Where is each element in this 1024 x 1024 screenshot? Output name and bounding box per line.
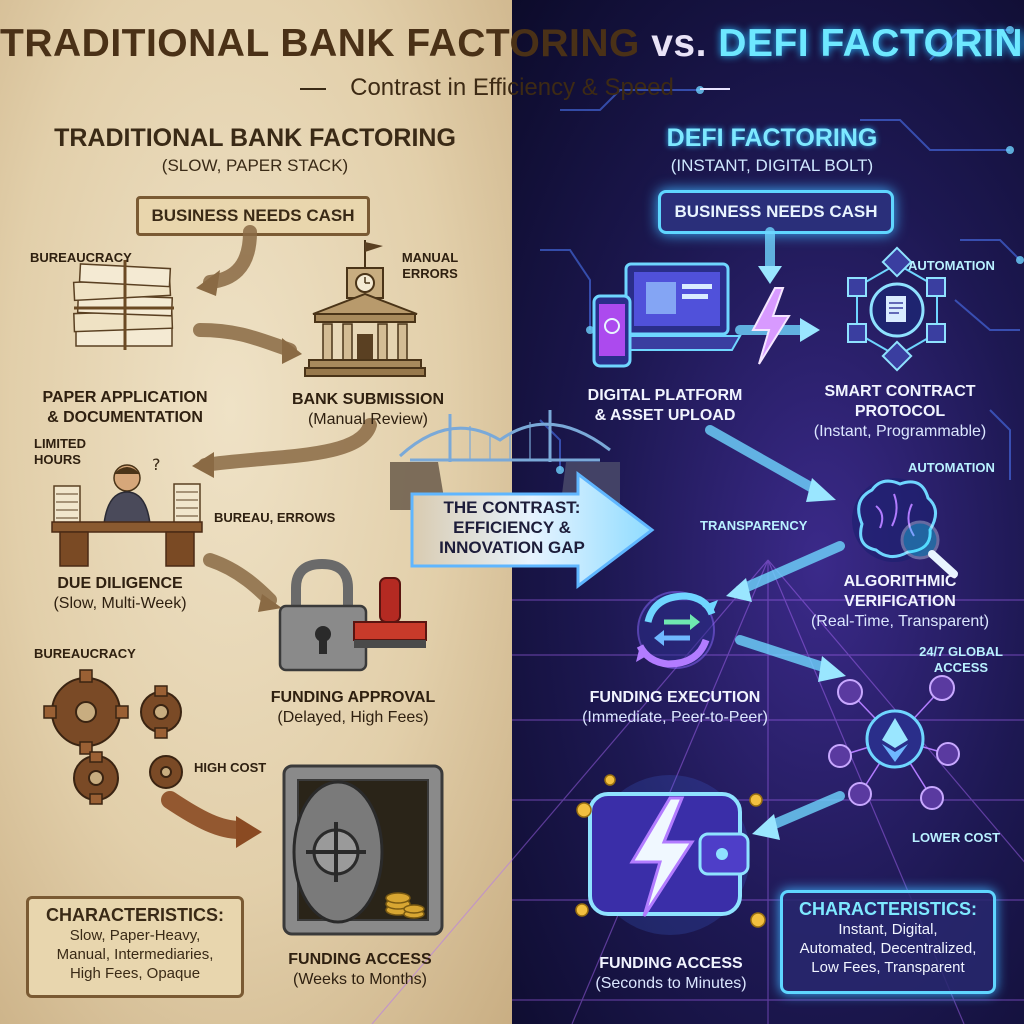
rusty-gears-icon xyxy=(43,669,183,805)
contrast-label: THE CONTRAST: EFFICIENCY & INNOVATION GA… xyxy=(432,498,592,558)
annotation-line: 24/7 GLOBAL xyxy=(919,644,1003,659)
step-title: BANK SUBMISSION xyxy=(291,391,444,408)
step-note: (Real-Time, Transparent) xyxy=(810,613,990,630)
traditional-flow-arrows xyxy=(161,225,377,848)
step-note: (Seconds to Minutes) xyxy=(595,975,747,992)
step-note: (Weeks to Months) xyxy=(293,971,427,988)
traditional-heading: TRADITIONAL BANK FACTORING xyxy=(54,124,456,152)
contrast-line: EFFICIENCY & xyxy=(453,518,571,537)
subtitle: Contrast in Efficiency & Speed xyxy=(350,74,674,101)
lightning-bolt-icon xyxy=(751,287,791,365)
traditional-step-5-label: FUNDING ACCESS (Weeks to Months) xyxy=(280,950,440,990)
step-note: (Slow, Multi-Week) xyxy=(53,595,187,612)
step-note: (Immediate, Peer-to-Peer) xyxy=(582,709,768,726)
defi-step-1-label: DIGITAL PLATFORM & ASSET UPLOAD xyxy=(580,386,750,426)
traditional-subheading: (SLOW, PAPER STACK) xyxy=(161,156,349,175)
step-title: SMART CONTRACT xyxy=(824,383,976,400)
annotation-line: ACCESS xyxy=(933,660,989,675)
smart-contract-network-icon xyxy=(847,246,946,372)
defi-step-5-label: FUNDING ACCESS (Seconds to Minutes) xyxy=(576,954,766,994)
title-left: TRADITIONAL BANK FACTORING xyxy=(0,22,640,65)
step-note: (Manual Review) xyxy=(307,411,429,428)
traditional-step-4-label: FUNDING APPROVAL (Delayed, High Fees) xyxy=(258,688,448,728)
paper-stack-icon xyxy=(72,260,174,350)
annotation-line: ERRORS xyxy=(402,266,458,281)
step-title: PAPER APPLICATION xyxy=(42,389,208,406)
global-network-icon xyxy=(828,675,960,810)
characteristics-heading: CHARACTERISTICS: xyxy=(46,905,224,925)
annotation-line: LIMITED xyxy=(34,436,86,451)
title-vs: vs. xyxy=(651,22,707,65)
step-title-line2: VERIFICATION xyxy=(844,593,956,610)
defi-start-box: BUSINESS NEEDS CASH xyxy=(658,190,894,234)
annotation-automation-1: AUTOMATION xyxy=(908,258,995,273)
annotation-manual-errors: MANUAL ERRORS xyxy=(398,250,462,282)
characteristics-heading: CHARACTERISTICS: xyxy=(799,899,977,919)
contrast-arrow xyxy=(410,470,655,590)
step-title-line2: & ASSET UPLOAD xyxy=(594,407,736,424)
step-title-line2: & DOCUMENTATION xyxy=(47,409,203,426)
characteristics-line: Instant, Digital, xyxy=(838,921,938,938)
contrast-line: THE CONTRAST: xyxy=(443,498,581,517)
traditional-characteristics-box: CHARACTERISTICS: Slow, Paper-Heavy, Manu… xyxy=(26,896,244,998)
vault-icon xyxy=(282,764,444,936)
defi-heading: DEFI FACTORING xyxy=(666,124,878,152)
annotation-limited-hours: LIMITED HOURS xyxy=(34,436,94,468)
defi-step-3-label: ALGORITHMIC VERIFICATION (Real-Time, Tra… xyxy=(800,572,1000,632)
traditional-step-3-label: DUE DILIGENCE (Slow, Multi-Week) xyxy=(40,574,200,614)
characteristics-line: Low Fees, Transparent xyxy=(811,959,965,976)
padlock-stamp-icon xyxy=(278,558,427,672)
characteristics-line: Slow, Paper-Heavy, xyxy=(69,927,201,944)
subtitle-rules xyxy=(300,88,730,90)
bank-building-icon xyxy=(304,240,426,377)
clerk-desk-icon: ? xyxy=(51,455,203,567)
step-title: FUNDING APPROVAL xyxy=(270,689,436,706)
step-note: (Delayed, High Fees) xyxy=(277,709,429,726)
title-right: DEFI FACTORING xyxy=(718,22,1024,65)
contrast-line: INNOVATION GAP xyxy=(439,538,585,557)
defi-subheading: (INSTANT, DIGITAL BOLT) xyxy=(670,156,874,175)
main-title: TRADITIONAL BANK FACTORING vs. DEFI FACT… xyxy=(0,22,1024,66)
traditional-step-2-label: BANK SUBMISSION (Manual Review) xyxy=(288,390,448,430)
annotation-line: MANUAL xyxy=(401,250,459,265)
device-upload-icon xyxy=(592,262,742,368)
step-title: ALGORITHMIC xyxy=(843,573,957,590)
step-title: DUE DILIGENCE xyxy=(57,575,183,592)
annotation-global-access: 24/7 GLOBAL ACCESS xyxy=(916,644,1006,676)
defi-step-2-label: SMART CONTRACT PROTOCOL (Instant, Progra… xyxy=(800,382,1000,442)
annotation-bureaucracy-mid: BUREAUCRACY xyxy=(34,646,136,661)
annotation-bureau-errows: BUREAU, ERROWS xyxy=(214,510,336,525)
step-title: FUNDING ACCESS xyxy=(288,951,432,968)
annotation-transparency: TRANSPARENCY xyxy=(700,518,808,533)
funding-execution-icon xyxy=(636,591,718,669)
traditional-step-1-label: PAPER APPLICATION & DOCUMENTATION xyxy=(30,388,220,428)
annotation-bureaucracy-top: BUREAUCRACY xyxy=(30,250,132,265)
step-title: FUNDING EXECUTION xyxy=(589,689,761,706)
annotation-automation-2: AUTOMATION xyxy=(908,460,995,475)
characteristics-line: Automated, Decentralized, xyxy=(799,940,977,957)
annotation-lower-cost: LOWER COST xyxy=(912,830,1001,845)
characteristics-line: High Fees, Opaque xyxy=(69,965,201,982)
svg-text:?: ? xyxy=(152,455,161,474)
step-note: (Instant, Programmable) xyxy=(813,423,987,440)
step-title-line2: PROTOCOL xyxy=(854,403,946,420)
step-title: DIGITAL PLATFORM xyxy=(587,387,743,404)
defi-step-4-label: FUNDING EXECUTION (Immediate, Peer-to-Pe… xyxy=(570,688,780,728)
annotation-line: HOURS xyxy=(34,452,81,467)
annotation-high-cost: HIGH COST xyxy=(194,760,267,775)
characteristics-line: Manual, Intermediaries, xyxy=(56,946,214,963)
digital-wallet-icon xyxy=(575,774,766,935)
step-title: FUNDING ACCESS xyxy=(599,955,743,972)
brain-magnifier-icon xyxy=(852,478,958,578)
defi-characteristics-box: CHARACTERISTICS: Instant, Digital, Autom… xyxy=(780,890,996,994)
